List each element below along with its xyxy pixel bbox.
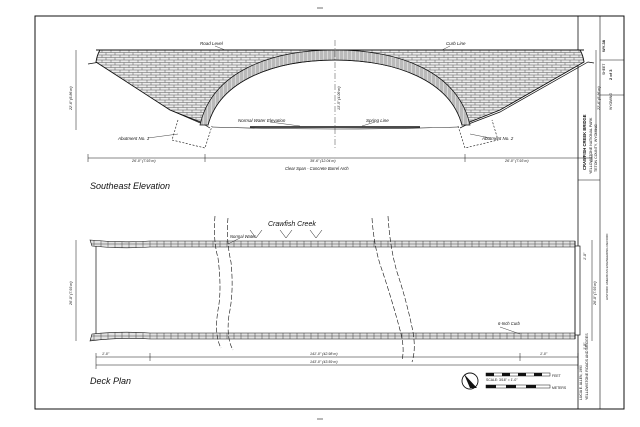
plan-title: Deck Plan: [90, 376, 131, 386]
plan-side-2: 1'-0": [583, 342, 587, 350]
deck-slab: [95, 245, 581, 336]
southeast-elevation: Road Level Curb Line Abutment No. 1 Abut…: [69, 40, 601, 191]
spring-leader: [361, 121, 376, 127]
title-block: CRAWFISH CREEK BRIDGE YELLOWSTONE NATION…: [578, 39, 624, 400]
road-level-label: Road Level: [200, 41, 224, 46]
title-record-no: WY-38: [601, 39, 606, 52]
title-state: WYOMING: [609, 93, 613, 110]
abutment-2-leader: [469, 133, 491, 139]
title-structure: CRAWFISH CREEK BRIDGE: [582, 114, 587, 170]
elev-height-right: 22'-6" (6.86 m): [597, 86, 601, 111]
flow-arrows: [249, 229, 323, 239]
curb-line-label: Curb Line: [446, 41, 466, 46]
downstream-parapet: [89, 331, 576, 342]
creek-bank-3: [371, 217, 404, 361]
upstream-parapet: [89, 239, 576, 249]
plan-width-right: 26'-0" (7.93 m): [593, 281, 597, 306]
title-survey: HISTORIC AMERICAN ENGINEERING RECORD: [605, 233, 609, 300]
plan-curb-right: 1'-0": [540, 352, 548, 356]
spring-line-label: Spring Line: [366, 118, 389, 123]
deck-plan: Crawfish Creek Normal Water 6-Inch Curb …: [69, 215, 597, 386]
north-arrow-icon: [461, 372, 479, 390]
creek-label: Crawfish Creek: [268, 221, 316, 228]
elev-rise: 13'-5" (4.09 m): [337, 86, 341, 110]
scale-meters-label: METERS: [552, 386, 567, 390]
title-delineator: LUCIA E. ALLEN, 1990: [579, 365, 583, 400]
elev-dim-center: 39'-6" (12.04 m): [310, 159, 336, 163]
road-level-leader: [214, 45, 226, 51]
creek-bank-4: [387, 215, 415, 363]
creek-bank-1: [214, 215, 222, 349]
abutment-1-label: Abutment No. 1: [117, 136, 150, 141]
normal-water-label: Normal Water: [230, 234, 256, 239]
scale-bar: SCALE: 3/16" = 1'-0" FEET METERS: [485, 372, 567, 390]
scale-text: SCALE: 3/16" = 1'-0": [486, 378, 518, 382]
abutment-2-label: Abutment No. 2: [481, 136, 514, 141]
plan-curb-left: 1'-0": [102, 352, 110, 356]
abutment-2-footing: [457, 119, 499, 149]
arch-ring: [199, 49, 471, 126]
title-project: YELLOWSTONE ROADS AND BRIDGES: [585, 333, 589, 400]
title-sheet-label: SHEET: [602, 64, 606, 75]
elev-dim-left: 26'-0" (7.93 m): [131, 159, 156, 163]
title-sheet-no: 2 of 3: [608, 69, 613, 80]
curb-line-leader: [441, 45, 451, 51]
plan-side-1: 1'-0": [583, 252, 587, 260]
elev-dim-right: 26'-0" (7.93 m): [504, 159, 529, 163]
creek-bank-2: [227, 217, 234, 351]
scale-feet-label: FEET: [552, 374, 561, 378]
elevation-title: Southeast Elevation: [90, 181, 170, 191]
water-elevation-label: Normal Water Elevation: [238, 118, 286, 123]
abutment-1-leader: [147, 133, 179, 139]
plan-mid-dim: 141'-0" (42.98 m): [310, 352, 338, 356]
clear-span-label: Clear Span - Concrete Barrel Arch: [285, 166, 349, 171]
plan-total-dim: 143'-0" (43.59 m): [310, 360, 338, 364]
curb-leader: [499, 326, 521, 335]
title-location: YELLOWSTONE NATIONAL PARK: [589, 117, 593, 174]
elev-height-left: 22'-6" (6.86 m): [69, 86, 73, 111]
sheet-border: [34, 15, 625, 410]
curb-label: 6-Inch Curb: [498, 321, 521, 326]
title-region: TETON COUNTY, WYOMING: [594, 124, 598, 172]
normal-water-leader: [227, 237, 241, 245]
plan-width-left: 26'-0" (7.93 m): [69, 281, 73, 306]
water-leader: [269, 121, 301, 127]
